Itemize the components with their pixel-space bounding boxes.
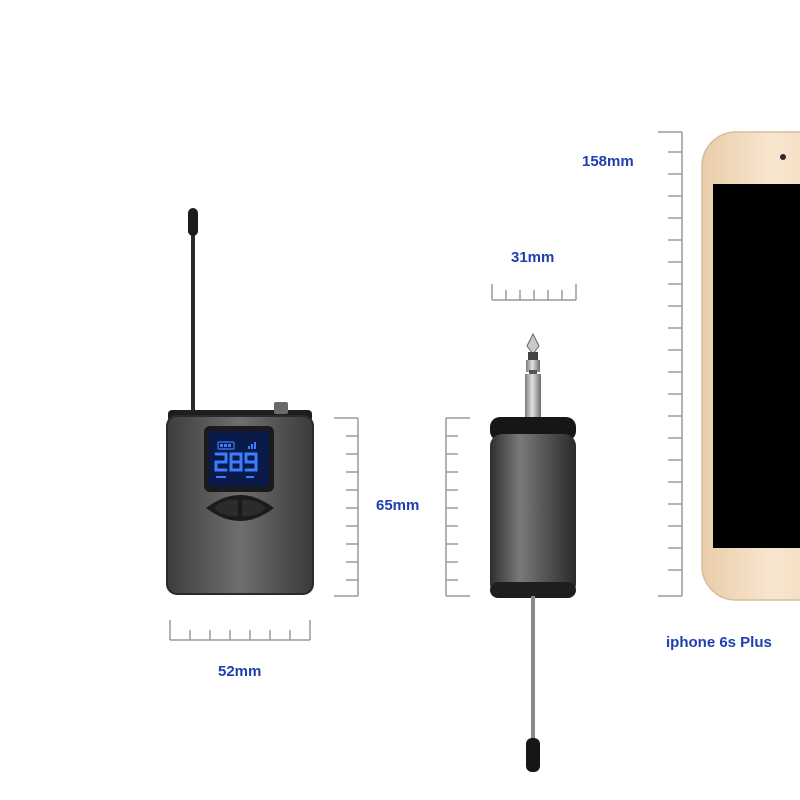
- device-height-label: 65mm: [376, 497, 420, 514]
- phone-front-camera: [780, 154, 786, 160]
- receiver-bottom-cap: [490, 582, 576, 598]
- receiver-height-ruler: [445, 417, 470, 597]
- receiver-width-ruler: [491, 284, 577, 301]
- battery-indicator-icon: [217, 441, 235, 450]
- receiver-jack-plug: [525, 332, 541, 420]
- phone-model-label: iphone 6s Plus: [666, 634, 772, 651]
- transmitter-lcd-screen: [209, 431, 269, 487]
- phone-height-label: 158mm: [582, 153, 634, 170]
- transmitter-buttons: [206, 495, 274, 521]
- phone-height-ruler: [658, 131, 683, 597]
- transmitter-antenna: [188, 208, 198, 416]
- button-down: [214, 499, 238, 517]
- bodypack-transmitter: [166, 208, 314, 595]
- receiver-width-label: 31mm: [511, 249, 555, 266]
- receiver-antenna: [526, 596, 540, 772]
- phone-screen: [713, 184, 800, 548]
- transmitter-width-ruler: [169, 620, 311, 641]
- transmitter-height-ruler: [334, 417, 359, 597]
- smartphone: [701, 131, 800, 601]
- signal-indicator-icon: [248, 442, 256, 449]
- transmitter-width-label: 52mm: [218, 663, 262, 680]
- lcd-digit-display: [214, 452, 258, 472]
- plug-in-receiver: [490, 332, 576, 772]
- lcd-small-markings: [216, 476, 254, 478]
- transmitter-jack-port: [274, 402, 288, 414]
- button-up: [242, 499, 266, 517]
- receiver-body: [490, 434, 576, 596]
